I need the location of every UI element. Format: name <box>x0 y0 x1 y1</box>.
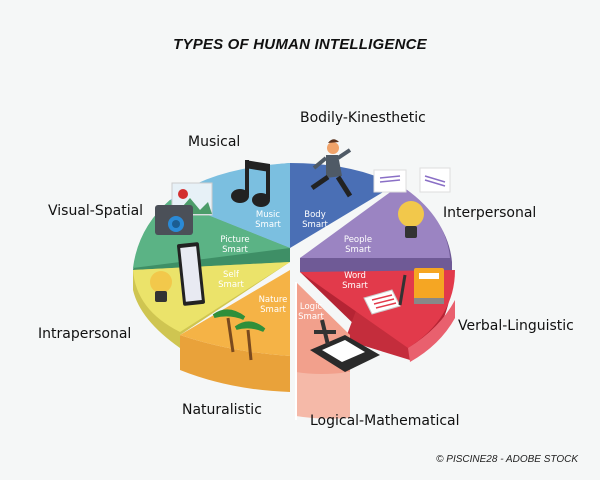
palm-tree-icon <box>212 309 266 361</box>
speech-bubbles-icon <box>373 167 451 193</box>
label-logical-mathematical: Logical-Mathematical <box>310 413 460 429</box>
book-pen-icon <box>363 268 444 315</box>
label-interpersonal: Interpersonal <box>443 205 537 221</box>
tablet-icon <box>177 242 205 306</box>
label-verbal-linguistic: Verbal-Linguistic <box>458 318 574 334</box>
image-credit: © PISCINE28 - ADOBE STOCK <box>436 454 578 465</box>
lightbulb-icon-interpersonal <box>398 201 424 238</box>
label-naturalistic: Naturalistic <box>182 402 262 418</box>
slice-intrapersonal <box>133 262 290 332</box>
label-musical: Musical <box>188 134 241 150</box>
running-man-icon <box>310 139 353 198</box>
label-bodily-kinesthetic: Bodily-Kinesthetic <box>300 110 426 126</box>
label-visual-spatial: Visual-Spatial <box>48 203 144 219</box>
lightbulb-icon <box>150 271 172 302</box>
label-intrapersonal: Intrapersonal <box>38 326 132 342</box>
calculator-icon <box>310 319 380 372</box>
chart-title: TYPES OF HUMAN INTELLIGENCE <box>173 36 427 53</box>
music-note-icon <box>231 160 270 207</box>
camera-picture-icon <box>155 182 213 235</box>
